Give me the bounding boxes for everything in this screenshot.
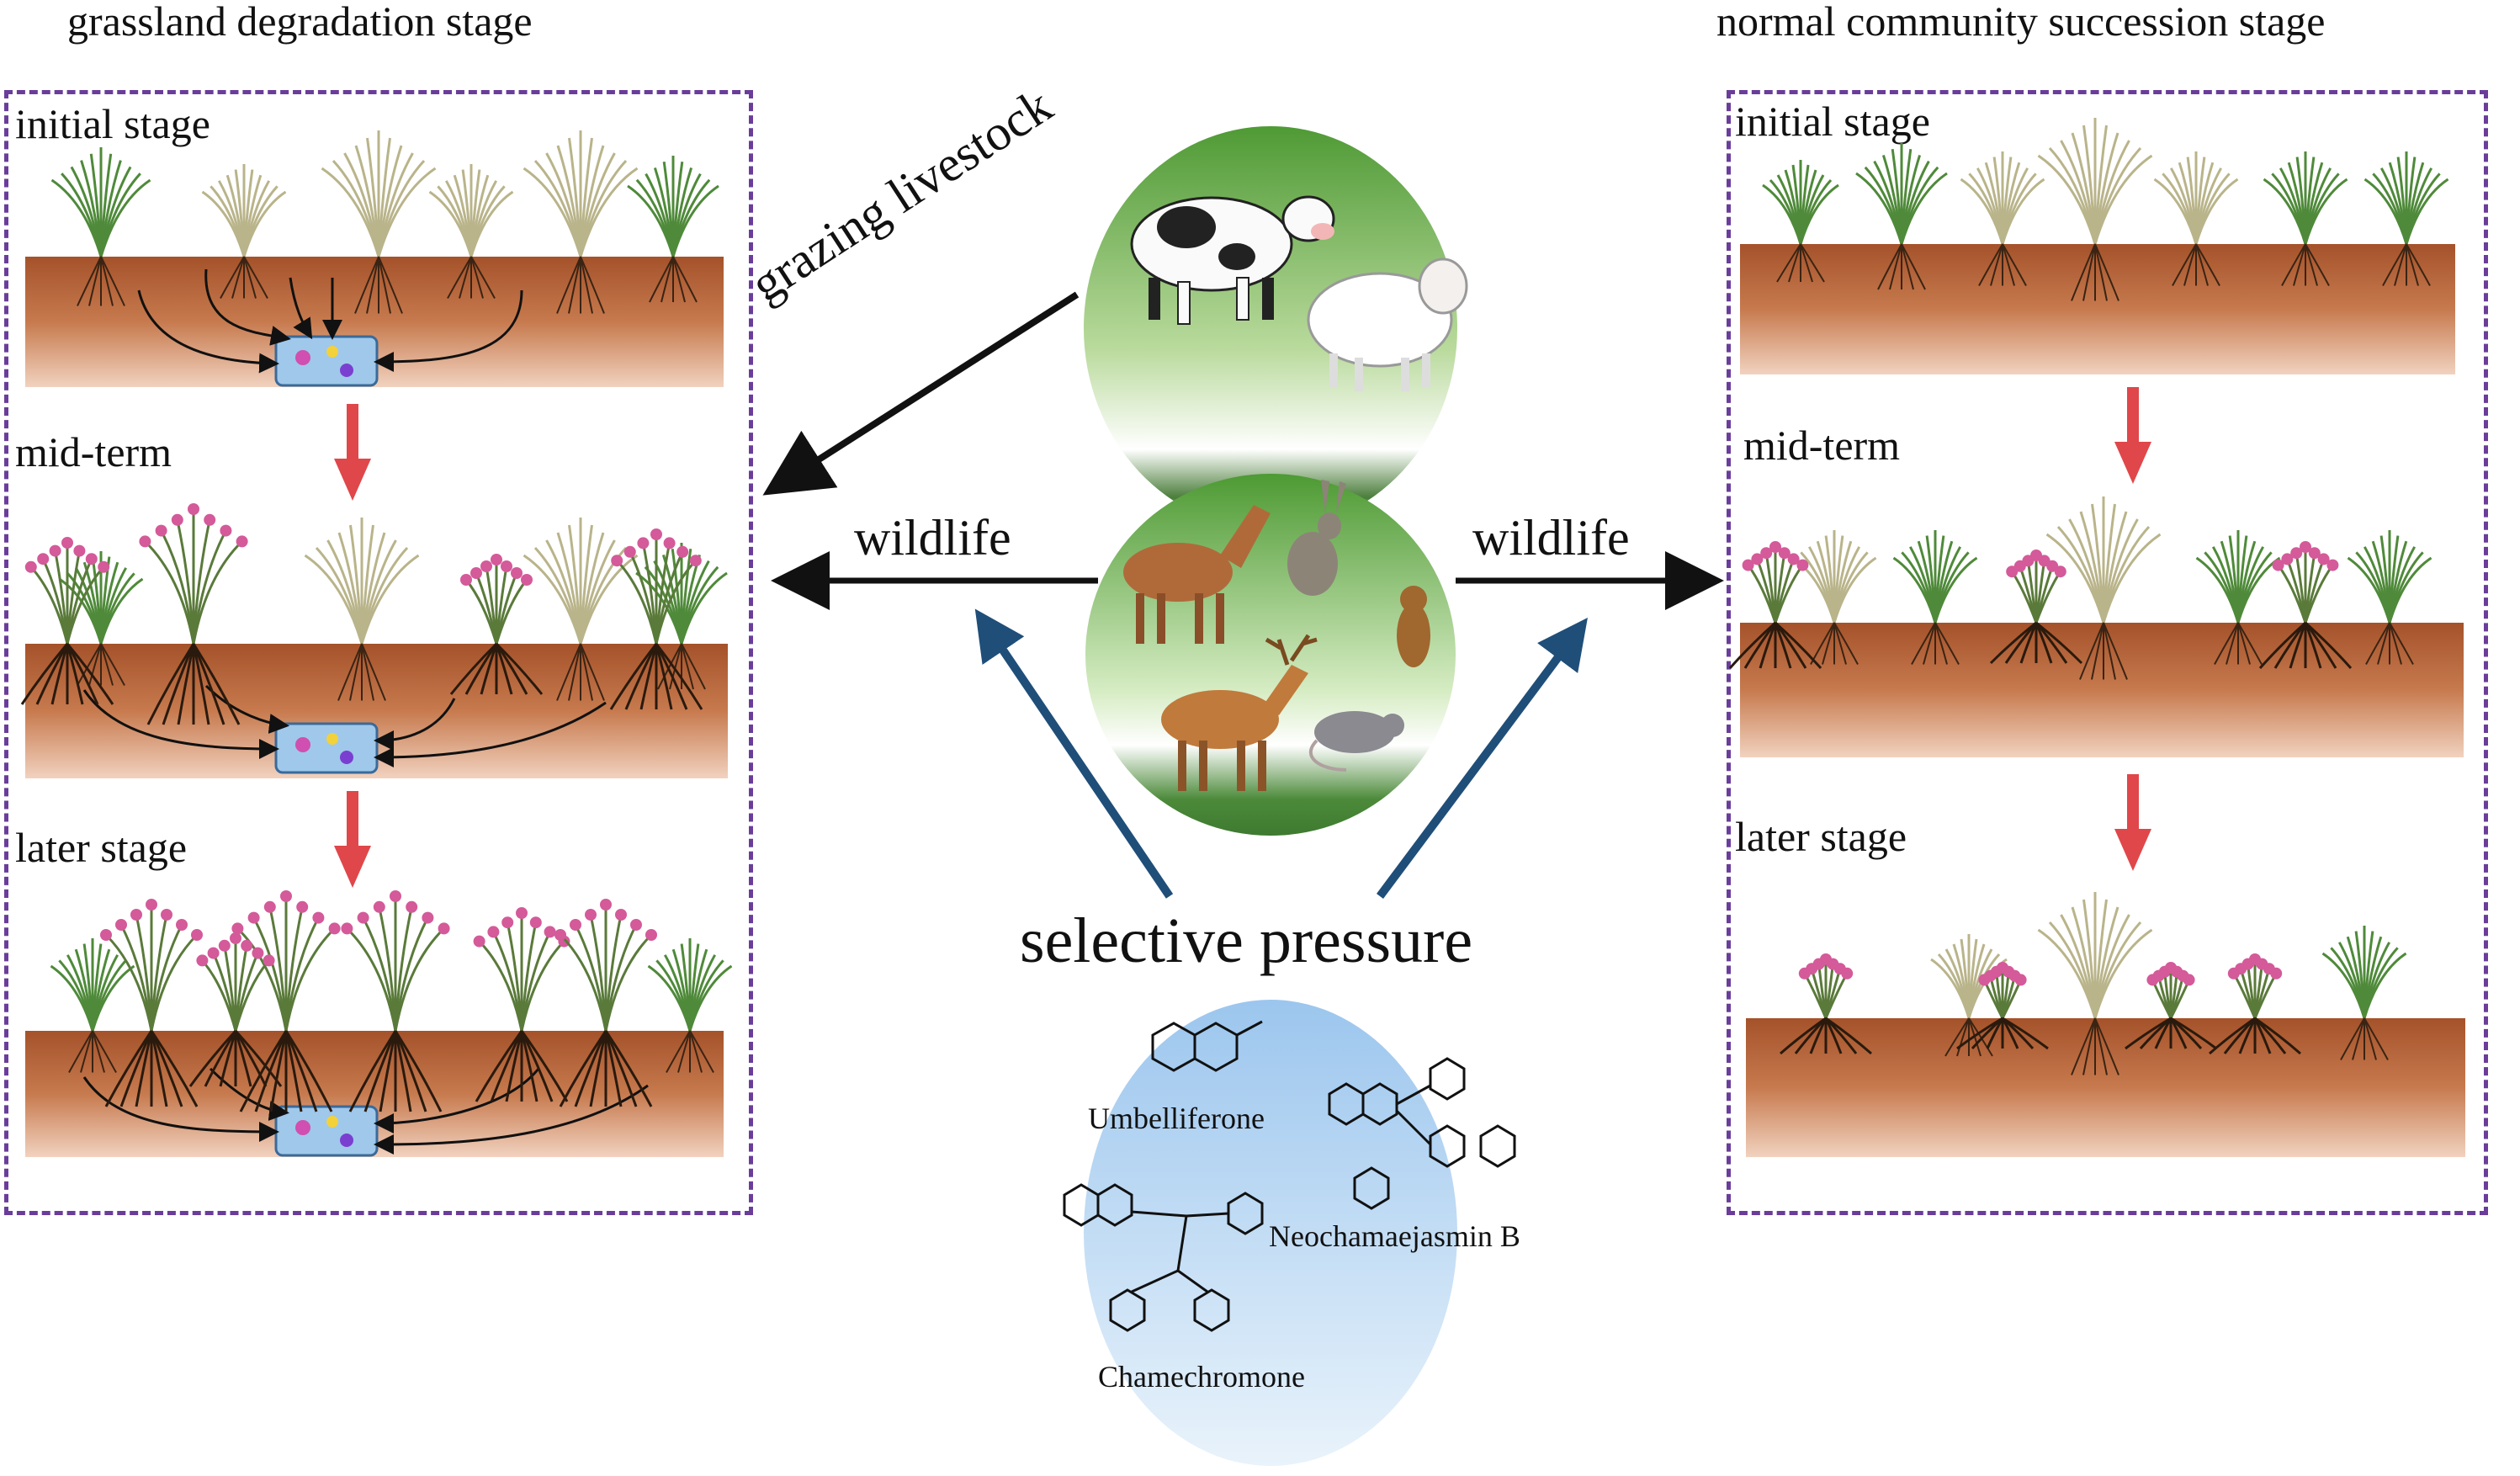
left-mid-feedback-arrows (82, 684, 607, 767)
left-initial-microbe-box (274, 335, 379, 387)
wildlife-right-label: wildlife (1472, 510, 1630, 565)
ferret-icon (1397, 586, 1430, 667)
selective-pressure-label: selective pressure (1020, 905, 1473, 976)
flowering-plant (20, 537, 114, 705)
left-initial-feedback-arrows (137, 268, 523, 374)
wildlife-circle (1085, 474, 1456, 836)
grass-tuft (428, 164, 514, 299)
flowering-plant (554, 899, 657, 1107)
grass-tuft (1930, 934, 2008, 1057)
umbelliferone-structure (1151, 1020, 1263, 1072)
flowering-plant (139, 503, 248, 725)
grass-tuft (2263, 151, 2348, 286)
flowering-plant (100, 899, 203, 1107)
right-down-arrow-2 (2114, 774, 2151, 871)
vegetation-layer (20, 118, 2449, 1112)
grass-tuft (1960, 151, 2045, 286)
left-down-arrow-1 (334, 404, 371, 501)
right-down-arrow-1 (2114, 387, 2151, 484)
grass-tuft (2347, 530, 2432, 665)
flowering-plant (449, 554, 544, 695)
right-mid-soil (1740, 623, 2464, 757)
grazing-arrow (762, 291, 1080, 496)
grass-tuft (2195, 530, 2281, 665)
rodent-icon (1309, 711, 1404, 772)
pressure-arrow-left (974, 608, 1174, 899)
grass-tuft (321, 130, 437, 314)
flowering-plant (231, 890, 341, 1112)
flowering-plant (2209, 953, 2301, 1055)
grass-tuft (50, 938, 135, 1073)
left-down-arrow-2 (334, 791, 371, 888)
right-initial-stage-label: initial stage (1735, 98, 1930, 145)
left-mid-term-label: mid-term (15, 428, 172, 475)
umbelliferone-label: Umbelliferone (1088, 1102, 1265, 1135)
chamechromone-structure (1063, 1183, 1264, 1332)
flowering-plant (473, 907, 570, 1102)
flowering-plant (1728, 541, 1822, 669)
hare-icon (1287, 480, 1346, 596)
grass-tuft (1855, 143, 1948, 290)
left-initial-stage-label: initial stage (15, 100, 210, 147)
cow-icon (1130, 195, 1335, 325)
right-panel-border (1727, 90, 2488, 1215)
right-mid-term-label: mid-term (1743, 422, 1901, 469)
flowering-plant (2258, 541, 2353, 669)
grass-tuft (2321, 926, 2407, 1060)
grass-tuft (2037, 118, 2153, 301)
flowering-plant (341, 890, 450, 1112)
grass-tuft (2037, 892, 2153, 1075)
grass-tuft (647, 938, 733, 1073)
pressure-arrow-right (1376, 617, 1588, 899)
left-panel-border (4, 90, 753, 1215)
left-mid-microbe-box (274, 722, 379, 774)
grass-tuft (627, 156, 719, 303)
grass-tuft (304, 518, 420, 701)
right-later-stage-label: later stage (1735, 813, 1907, 860)
left-later-feedback-arrows (82, 1067, 649, 1155)
flowering-plant (1989, 550, 2083, 665)
left-later-stage-label: later stage (15, 824, 188, 871)
grass-tuft (2045, 496, 2162, 680)
horse-icon (1123, 505, 1271, 644)
grass-tuft (2363, 151, 2449, 286)
flowering-plant (188, 932, 283, 1087)
compound-circle (1084, 1000, 1457, 1466)
flowering-plant (2125, 962, 2217, 1050)
sheep-icon (1307, 258, 1468, 391)
grass-tuft (523, 518, 639, 701)
right-panel-title: normal community succession stage (1716, 0, 2326, 45)
left-panel-title: grassland degradation stage (67, 0, 533, 45)
grass-tuft (1762, 160, 1839, 283)
wildlife-left-label: wildlife (854, 510, 1011, 565)
grass-tuft (523, 130, 639, 314)
flowering-plant (609, 528, 703, 710)
neochamaejasmin-structure (1328, 1057, 1516, 1210)
flowering-plant (1780, 953, 1872, 1055)
deer-icon (1161, 634, 1318, 791)
right-initial-soil (1740, 244, 2455, 374)
left-later-microbe-box (274, 1105, 379, 1157)
chamechromone-label: Chamechromone (1098, 1360, 1305, 1394)
neochamaejasmin-b-label: Neochamaejasmin B (1269, 1219, 1520, 1253)
flowering-plant (1956, 962, 2049, 1050)
grass-tuft (1892, 530, 1978, 665)
grass-tuft (201, 164, 287, 299)
grass-tuft (50, 147, 151, 306)
grass-tuft (2153, 151, 2239, 286)
